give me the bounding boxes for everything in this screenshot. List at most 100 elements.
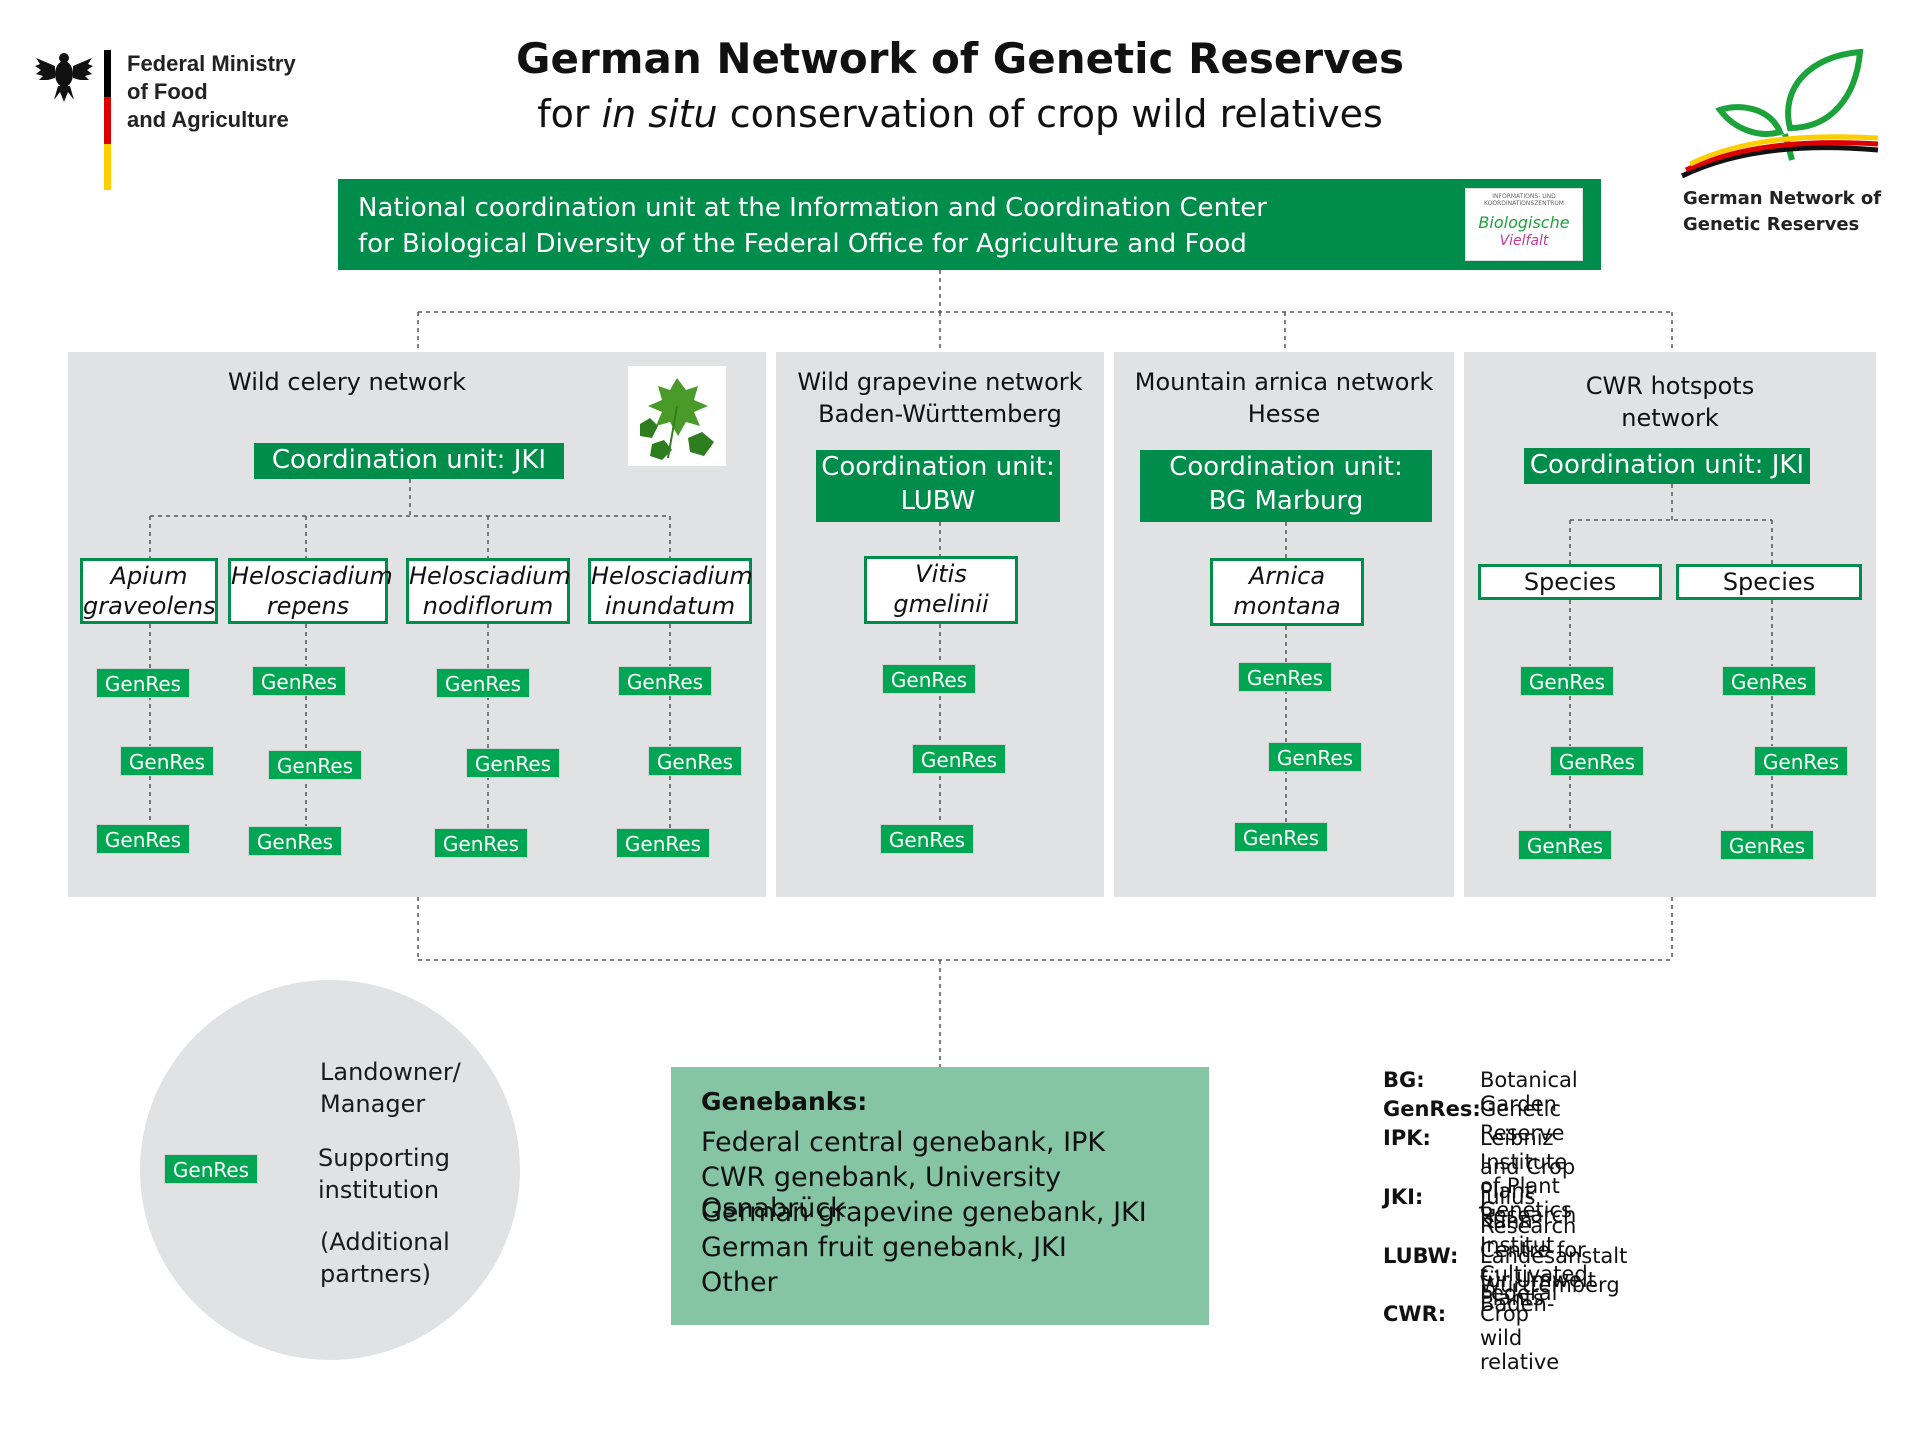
brand-name: German Network of Genetic Reserves (1683, 186, 1881, 238)
species-line2: inundatum (604, 592, 736, 620)
species-line2: montana (1233, 592, 1341, 620)
species-vitis-gmelinii: Vitis gmelinii (864, 556, 1018, 624)
genres-badge: GenRes (1518, 830, 1612, 860)
species-line1: Helosciadium (591, 562, 753, 590)
coordination-line2: for Biological Diversity of the Federal … (358, 229, 1247, 259)
national-coordination-box: National coordination unit at the Inform… (338, 179, 1601, 270)
landowner-line2: Manager (320, 1090, 426, 1118)
genres-badge: GenRes (648, 746, 742, 776)
species-arnica-montana: Arnica montana (1210, 558, 1364, 626)
hotspots-coordination-unit: Coordination unit: JKI (1524, 448, 1810, 484)
cwr-hotspots-panel: CWR hotspots network Coordination unit: … (1464, 352, 1876, 897)
arnica-connectors (1285, 522, 1287, 852)
coordination-line1: National coordination unit at the Inform… (358, 193, 1267, 223)
subtitle-prefix: for (537, 92, 602, 136)
celery-connectors (149, 479, 671, 852)
ministry-line1: Federal Ministry (127, 51, 296, 76)
brand-line2: Genetic Reserves (1683, 214, 1860, 235)
species-line2: gmelinii (893, 590, 989, 618)
legend-key-jki: JKI: (1383, 1185, 1424, 1209)
genres-badge: GenRes (248, 826, 342, 856)
ministry-line3: and Agriculture (127, 107, 289, 132)
hotspots-title-line2: network (1621, 404, 1719, 432)
genres-badge: GenRes (1268, 742, 1362, 772)
coord-line1: Coordination unit: (821, 452, 1055, 482)
genebanks-box: Genebanks: Federal central genebank, IPK… (671, 1067, 1209, 1325)
hotspots-connectors (1569, 484, 1773, 852)
badge-small1: INFORMATIONS- UND (1492, 193, 1556, 200)
genres-badge: GenRes (96, 824, 190, 854)
supporting-label: Supporting institution (318, 1142, 450, 1206)
arnica-coordination-unit: Coordination unit: BG Marburg (1140, 450, 1432, 522)
partner-legend-circle: GenRes Landowner/ Manager Supporting ins… (140, 980, 520, 1360)
brand-line1: German Network of (1683, 188, 1882, 209)
arnica-title-line2: Hesse (1247, 400, 1321, 428)
genres-badge: GenRes (96, 668, 190, 698)
genres-badge: GenRes (618, 666, 712, 696)
page-subtitle: for in situ conservation of crop wild re… (0, 92, 1920, 136)
genres-badge: GenRes (252, 666, 346, 696)
genres-badge: GenRes (1720, 830, 1814, 860)
subtitle-suffix: conservation of crop wild relatives (717, 92, 1383, 136)
genres-badge: GenRes (120, 746, 214, 776)
landowner-line1: Landowner/ (320, 1058, 461, 1086)
species-line1: Helosciadium (409, 562, 571, 590)
species-placeholder-2: Species (1676, 564, 1862, 600)
species-line2: graveolens (83, 592, 216, 620)
additional-line2: partners) (320, 1260, 431, 1288)
genres-badge: GenRes (880, 824, 974, 854)
hotspots-title-line1: CWR hotspots (1585, 372, 1755, 400)
species-line1: Apium (110, 562, 188, 590)
species-placeholder-1: Species (1478, 564, 1662, 600)
species-line1: Helosciadium (231, 562, 393, 590)
genebank-item: Other (701, 1267, 778, 1298)
additional-label: (Additional partners) (320, 1226, 450, 1290)
genebank-item: Federal central genebank, IPK (701, 1127, 1106, 1158)
species-helosciadium-repens: Helosciadium repens (228, 558, 393, 624)
federal-eagle-icon (35, 53, 93, 102)
legend-value-lubw-1: Landesanstalt für Umwelt Baden- (1480, 1244, 1628, 1316)
genetic-reserves-logo-icon (1680, 48, 1879, 179)
legend-value-ipk-1: Leibniz Institute of Plant Genetics (1480, 1126, 1572, 1222)
species-helosciadium-inundatum: Helosciadium inundatum (588, 558, 753, 624)
genres-badge: GenRes (1234, 822, 1328, 852)
species-line1: Vitis (915, 560, 967, 588)
genres-badge: GenRes (434, 828, 528, 858)
coord-line1: Coordination unit: (1169, 452, 1403, 482)
genebank-item: German grapevine genebank, JKI (701, 1197, 1147, 1228)
grapevine-connectors (939, 522, 941, 852)
grapevine-title-line2: Baden-Württemberg (818, 400, 1062, 428)
badge-line2: Vielfalt (1499, 233, 1549, 249)
legend-value-ipk-2: and Crop Plant Research (1480, 1155, 1577, 1227)
wild-celery-panel: Wild celery network Coordination unit: J… (68, 352, 766, 897)
page-title: German Network of Genetic Reserves (516, 34, 1404, 83)
ministry-line2: of Food (127, 79, 208, 104)
genres-badge: GenRes (268, 750, 362, 780)
legend-value-jki-1: Julius Kühn-Institut - Federal (1480, 1185, 1558, 1305)
celery-network-title: Wild celery network (228, 368, 466, 396)
genebank-item: CWR genebank, University Osnabrück (701, 1162, 1062, 1224)
grapevine-title-line1: Wild grapevine network (797, 368, 1083, 396)
legend-value-cwr: Crop wild relative (1480, 1302, 1560, 1374)
additional-line1: (Additional (320, 1228, 450, 1256)
genres-badge: GenRes (466, 748, 560, 778)
genebank-item: German fruit genebank, JKI (701, 1232, 1067, 1263)
genres-badge: GenRes (164, 1154, 258, 1184)
species-apium-graveolens: Apium graveolens (80, 558, 218, 624)
species-line2: repens (266, 592, 350, 620)
legend-value-bg: Botanical Garden (1480, 1068, 1578, 1116)
subtitle-italic: in situ (601, 92, 718, 136)
celery-leaf-icon (628, 366, 726, 466)
genres-badge: GenRes (616, 828, 710, 858)
supporting-line2: institution (318, 1176, 440, 1204)
genres-badge: GenRes (1238, 662, 1332, 692)
legend-value-lubw-2: Württemberg (1480, 1273, 1620, 1297)
genebanks-heading: Genebanks: (701, 1087, 868, 1116)
species-helosciadium-nodiflorum: Helosciadium nodiflorum (406, 558, 571, 624)
legend-value-genres: Genetic Reserve (1480, 1097, 1565, 1145)
species-line1: Arnica (1248, 562, 1326, 590)
legend-key-cwr: CWR: (1383, 1302, 1447, 1326)
german-flag-bar (104, 50, 111, 190)
badge-line1: Biologische (1478, 213, 1570, 232)
